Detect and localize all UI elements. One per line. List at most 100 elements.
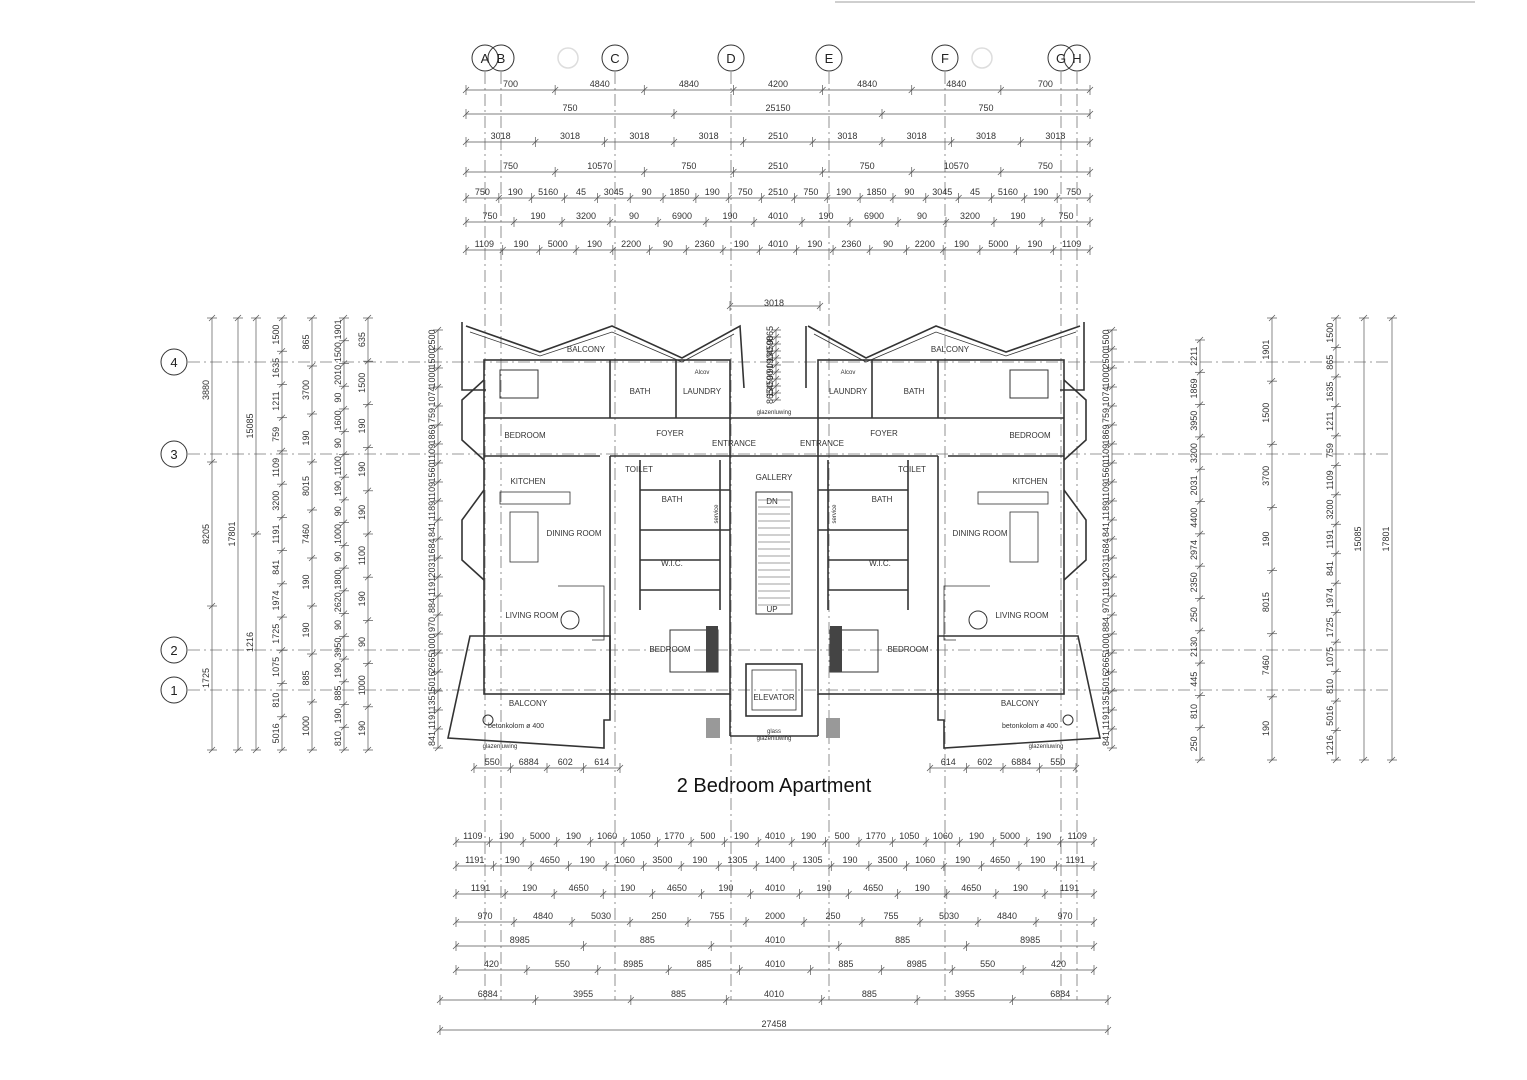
dim-value: 885 xyxy=(640,935,655,945)
dim-value: 2010 xyxy=(333,365,343,385)
left-column xyxy=(706,718,720,738)
dim-value: 3018 xyxy=(907,131,927,141)
dim-value: 1191 xyxy=(1101,710,1111,729)
dim-value: 10570 xyxy=(587,161,612,171)
dim-value: 90 xyxy=(333,506,343,516)
dim-value: 841 xyxy=(1325,561,1335,576)
dim-value: 420 xyxy=(484,959,499,969)
grid-bubble-row-2: 2 xyxy=(160,636,188,664)
dim-value: 2350 xyxy=(1189,572,1199,592)
dim-value: 190 xyxy=(807,239,822,249)
dim-value: 2031 xyxy=(1189,475,1199,495)
dim-value: 550 xyxy=(555,959,570,969)
dim-value: 1500 xyxy=(427,348,437,368)
dim-value: 190 xyxy=(734,831,749,841)
dim-value: 190 xyxy=(1013,883,1028,893)
dim-value: 1635 xyxy=(1325,382,1335,402)
dim-value: 550 xyxy=(1050,757,1065,767)
dim-value: 1974 xyxy=(1325,588,1335,608)
dim-value: 1974 xyxy=(271,590,281,610)
dim-value: 2211 xyxy=(1189,346,1199,365)
dim-value: 3018 xyxy=(1045,131,1065,141)
dimension-chains xyxy=(207,85,1397,1035)
dim-value: 190 xyxy=(301,574,311,589)
dim-value: 5160 xyxy=(998,187,1018,197)
dim-value: 755 xyxy=(709,911,724,921)
dim-value: 1216 xyxy=(1325,735,1335,755)
dim-value: 841 xyxy=(271,560,281,575)
dim-value: 1109 xyxy=(475,239,494,249)
dim-value: 1109 xyxy=(427,444,437,463)
dim-value: 90 xyxy=(765,363,775,373)
right-wic-label: W.I.C. xyxy=(869,559,891,568)
dim-value: 190 xyxy=(765,382,775,397)
left-bedroom-bottom-label: BEDROOM xyxy=(649,645,691,654)
grid-label-row-1: 1 xyxy=(170,683,177,698)
dim-value: 190 xyxy=(765,354,775,369)
grid-bubble-f: F xyxy=(931,44,959,72)
dim-value: 6884 xyxy=(519,757,539,767)
dim-value: 1100 xyxy=(357,546,367,565)
dim-value: 2510 xyxy=(768,131,788,141)
dim-value: 4650 xyxy=(863,883,883,893)
left-balcony-rail xyxy=(461,322,486,391)
stair-up-label: UP xyxy=(766,605,777,614)
left-foyer-label: FOYER xyxy=(656,429,684,438)
dim-value: 810 xyxy=(1325,679,1335,694)
dim-value: 90 xyxy=(629,211,639,221)
stair-treads xyxy=(758,499,790,606)
grid-bubble-row-1: 1 xyxy=(160,676,188,704)
dim-value: 250 xyxy=(651,911,666,921)
grid-lines xyxy=(188,72,1390,1000)
left-top-bed xyxy=(499,369,539,399)
dim-value: 190 xyxy=(357,505,367,520)
grid-bubble-row-4: 4 xyxy=(160,348,188,376)
right-balcony-zigzag xyxy=(807,325,1081,359)
dim-value: 2200 xyxy=(621,239,641,249)
dim-value: 190 xyxy=(508,187,523,197)
dim-value: 250 xyxy=(1189,736,1199,751)
dim-value: 45 xyxy=(576,187,586,197)
dim-value: 190 xyxy=(566,831,581,841)
grid-bubble-d: D xyxy=(717,44,745,72)
left-bed-headboard xyxy=(706,626,718,672)
dim-value: 1191 xyxy=(1325,529,1335,548)
right-service-label: service xyxy=(832,504,838,524)
dim-value: 1901 xyxy=(1261,340,1271,360)
dim-value: 4650 xyxy=(667,883,687,893)
dim-value: 1191 xyxy=(465,855,484,865)
dim-value: 4840 xyxy=(857,79,877,89)
dim-value: 90 xyxy=(357,637,367,647)
dim-value: 8985 xyxy=(907,959,927,969)
dim-value: 190 xyxy=(818,211,833,221)
dim-value: 5016 xyxy=(427,671,437,691)
elevator-shaft xyxy=(745,663,803,717)
dim-value: 750 xyxy=(475,187,490,197)
dim-value: 8205 xyxy=(201,524,211,544)
right-balcony-top-label: BALCONY xyxy=(931,345,970,354)
dim-value: 1000 xyxy=(357,675,367,695)
dim-value: 190 xyxy=(1033,187,1048,197)
dim-value: 1109 xyxy=(427,482,437,501)
dim-value: 865 xyxy=(765,326,775,341)
dim-value: 1684 xyxy=(427,538,437,558)
dim-value: 190 xyxy=(505,855,520,865)
dim-value: 3018 xyxy=(837,131,857,141)
dim-value: 190 xyxy=(705,187,720,197)
dim-value: 1191 xyxy=(1101,577,1111,596)
dim-value: 90 xyxy=(917,211,927,221)
dim-value: 1000 xyxy=(427,367,437,387)
dim-value: 250 xyxy=(1189,607,1199,622)
dim-value: 1850 xyxy=(669,187,689,197)
dim-value: 750 xyxy=(1058,211,1073,221)
dim-value: 1000 xyxy=(1101,367,1111,387)
dim-value: 3018 xyxy=(699,131,719,141)
dim-value: 190 xyxy=(301,430,311,445)
drawing-title: 2 Bedroom Apartment xyxy=(677,775,872,797)
dim-value: 750 xyxy=(978,103,993,113)
dim-value: 3700 xyxy=(1261,466,1271,486)
dim-value: 1060 xyxy=(615,855,635,865)
dim-value: 3018 xyxy=(629,131,649,141)
dim-value: 614 xyxy=(594,757,609,767)
